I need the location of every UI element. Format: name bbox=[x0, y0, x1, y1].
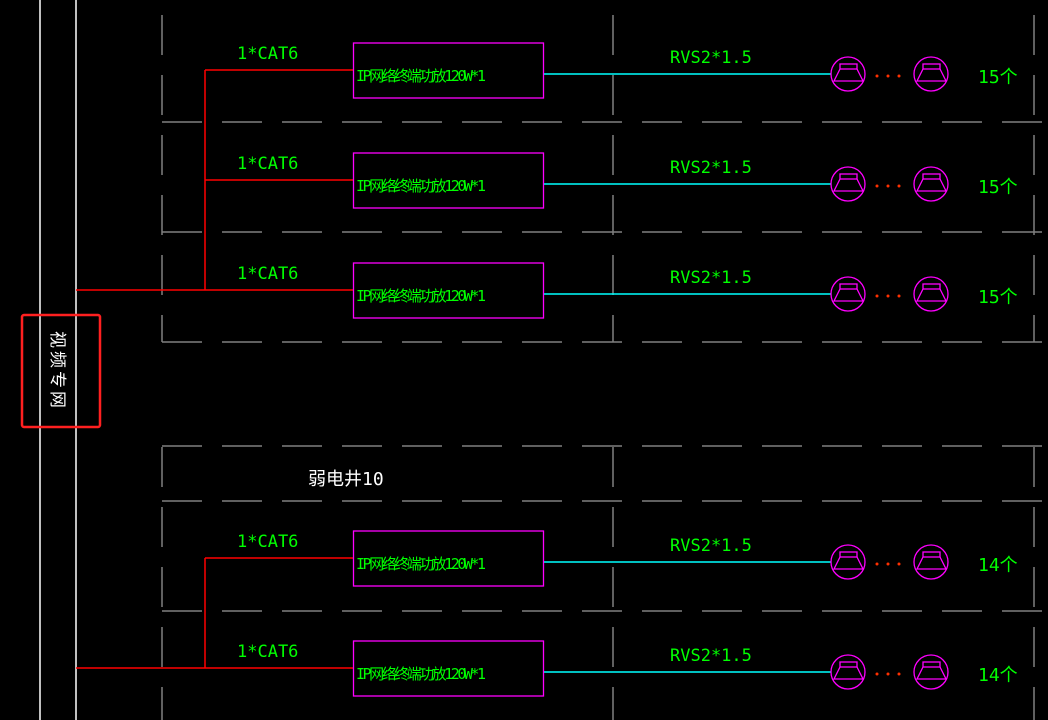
speaker-icon bbox=[830, 544, 866, 580]
cable-label: 1*CAT6 bbox=[237, 44, 298, 64]
cable-label: 1*CAT6 bbox=[237, 642, 298, 662]
dashed-grid bbox=[161, 15, 1048, 720]
ellipsis-dot bbox=[886, 184, 890, 188]
speaker-icon bbox=[830, 56, 866, 92]
ellipsis-dot bbox=[875, 74, 879, 78]
ellipsis-dot bbox=[875, 184, 879, 188]
amplifier-box[interactable] bbox=[352, 42, 545, 99]
speaker-count: 14个 bbox=[978, 555, 1018, 576]
speaker-cable-label: RVS2*1.5 bbox=[670, 646, 752, 666]
riser-label: 视频专网 bbox=[47, 331, 67, 411]
shaft-label: 弱电井10 bbox=[308, 469, 384, 490]
riser-label-box bbox=[20, 313, 102, 429]
ellipsis-dot bbox=[875, 562, 879, 566]
speaker-icon bbox=[830, 276, 866, 312]
speaker-count: 15个 bbox=[978, 177, 1018, 198]
ellipsis-dot bbox=[897, 672, 901, 676]
speaker-icon bbox=[913, 276, 949, 312]
ellipsis-dot bbox=[886, 74, 890, 78]
amplifier-box[interactable] bbox=[352, 530, 545, 587]
ellipsis-dot bbox=[886, 562, 890, 566]
cable-label: 1*CAT6 bbox=[237, 532, 298, 552]
amplifier-label: IP网络终端功放120W*1 bbox=[356, 665, 486, 683]
cable-label: 1*CAT6 bbox=[237, 264, 298, 284]
amplifier-box[interactable] bbox=[352, 640, 545, 697]
ellipsis-dot bbox=[875, 672, 879, 676]
amplifier-box[interactable] bbox=[352, 152, 545, 209]
amplifier-label: IP网络终端功放120W*1 bbox=[356, 555, 486, 573]
speaker-icon bbox=[913, 56, 949, 92]
cable-label: 1*CAT6 bbox=[237, 154, 298, 174]
speaker-count: 14个 bbox=[978, 665, 1018, 686]
speaker-icon bbox=[913, 544, 949, 580]
speaker-count: 15个 bbox=[978, 287, 1018, 308]
amplifier-label: IP网络终端功放120W*1 bbox=[356, 287, 486, 305]
speaker-icon bbox=[830, 166, 866, 202]
speaker-cable-label: RVS2*1.5 bbox=[670, 268, 752, 288]
speaker-icon bbox=[913, 654, 949, 690]
ellipsis-dot bbox=[886, 672, 890, 676]
ellipsis-dot bbox=[886, 294, 890, 298]
amplifier-box[interactable] bbox=[352, 262, 545, 319]
amplifier-label: IP网络终端功放120W*1 bbox=[356, 177, 486, 195]
speaker-icon bbox=[830, 654, 866, 690]
ellipsis-dot bbox=[897, 294, 901, 298]
speaker-cable-label: RVS2*1.5 bbox=[670, 536, 752, 556]
amplifier-label: IP网络终端功放120W*1 bbox=[356, 67, 486, 85]
ellipsis-dot bbox=[875, 294, 879, 298]
speaker-count: 15个 bbox=[978, 67, 1018, 88]
ellipsis-dot bbox=[897, 562, 901, 566]
speaker-cable-label: RVS2*1.5 bbox=[670, 48, 752, 68]
ellipsis-dot bbox=[897, 74, 901, 78]
speaker-cable-label: RVS2*1.5 bbox=[670, 158, 752, 178]
ellipsis-dot bbox=[897, 184, 901, 188]
speaker-icon bbox=[913, 166, 949, 202]
